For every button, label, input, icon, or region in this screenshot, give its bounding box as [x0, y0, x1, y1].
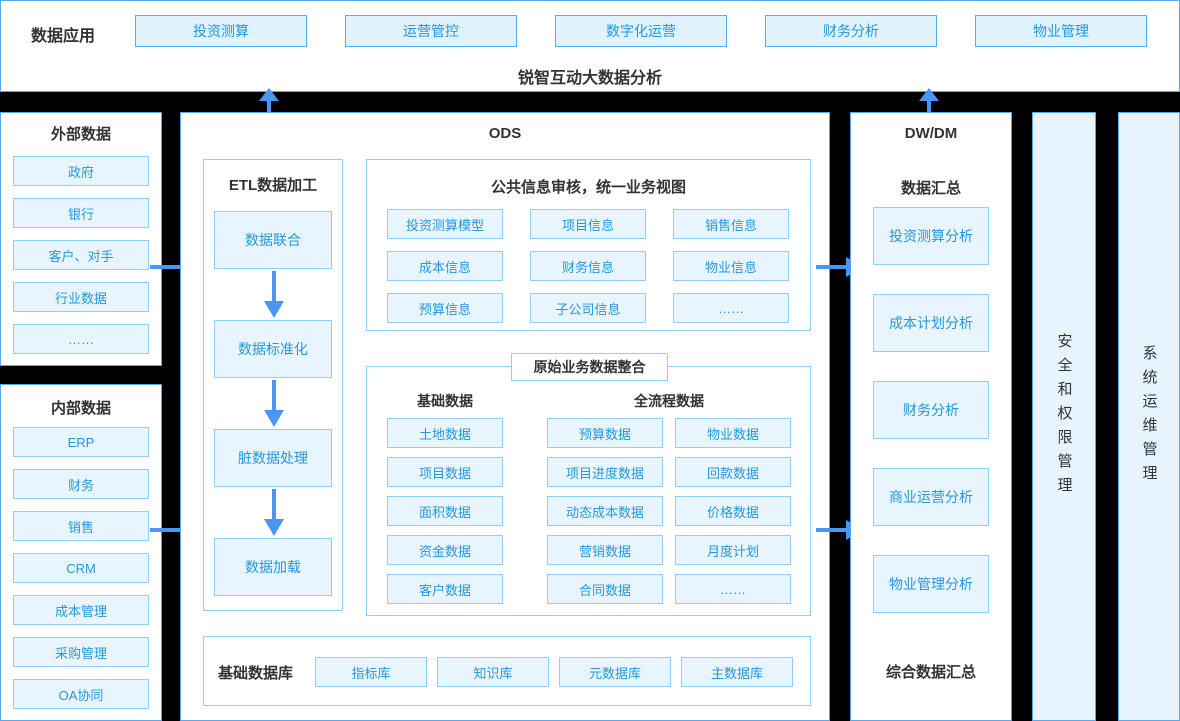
data-applications-panel: 数据应用 投资测算 运营管控 数字化运营 财务分析 物业管理 锐智互动大数据分析: [0, 0, 1180, 92]
dwdm-item-investment-analysis[interactable]: 投资测算分析: [873, 207, 989, 265]
dwdm-item-finance-analysis[interactable]: 财务分析: [873, 381, 989, 439]
full-process-column-2: 物业数据 回款数据 价格数据 月度计划 ……: [675, 418, 791, 604]
app-button-digital-operation[interactable]: 数字化运营: [555, 15, 727, 47]
raw-item-more[interactable]: ……: [675, 574, 791, 604]
dwdm-items: 投资测算分析 成本计划分析 财务分析 商业运营分析 物业管理分析: [873, 207, 989, 613]
review-item-sales-info[interactable]: 销售信息: [673, 209, 789, 239]
external-item-customers[interactable]: 客户、对手: [13, 240, 149, 270]
etl-step-dirty-data[interactable]: 脏数据处理: [214, 429, 332, 487]
raw-item-capital-data[interactable]: 资金数据: [387, 535, 503, 565]
external-data-title: 外部数据: [50, 126, 111, 143]
db-indicator-library[interactable]: 指标库: [315, 657, 427, 687]
db-metadata-library[interactable]: 元数据库: [559, 657, 671, 687]
arrow-down-etl-2-icon: [264, 380, 284, 427]
review-item-subsidiary-info[interactable]: 子公司信息: [530, 293, 646, 323]
security-permission-label: 安全和权限管理: [1055, 332, 1073, 501]
arrow-down-etl-3-icon: [264, 489, 284, 536]
app-button-finance-analysis[interactable]: 财务分析: [765, 15, 937, 47]
review-item-finance-info[interactable]: 财务信息: [530, 251, 646, 281]
app-button-property-mgmt[interactable]: 物业管理: [975, 15, 1147, 47]
data-summary-label: 数据汇总: [900, 180, 961, 197]
arrow-down-etl-1-icon: [264, 271, 284, 318]
raw-item-project-data[interactable]: 项目数据: [387, 457, 503, 487]
public-info-review-box: 公共信息审核，统一业务视图 投资测算模型 项目信息 销售信息 成本信息 财务信息…: [366, 159, 811, 331]
raw-item-land-data[interactable]: 土地数据: [387, 418, 503, 448]
internal-data-panel: 内部数据 ERP 财务 销售 CRM 成本管理 采购管理 OA协同: [0, 384, 162, 721]
dwdm-item-property-mgmt-analysis[interactable]: 物业管理分析: [873, 555, 989, 613]
review-item-budget-info[interactable]: 预算信息: [387, 293, 503, 323]
external-item-more[interactable]: ……: [13, 324, 149, 354]
etl-box: ETL数据加工 数据联合 数据标准化 脏数据处理 数据加载: [203, 159, 343, 611]
public-info-grid: 投资测算模型 项目信息 销售信息 成本信息 财务信息 物业信息 预算信息 子公司…: [387, 209, 789, 323]
db-knowledge-library[interactable]: 知识库: [437, 657, 549, 687]
platform-title: 锐智互动大数据分析: [517, 70, 662, 87]
arrow-up-ods-to-apps-icon: [259, 88, 279, 112]
raw-data-integration-title: 原始业务数据整合: [511, 353, 668, 381]
review-item-cost-info[interactable]: 成本信息: [387, 251, 503, 281]
raw-item-customer-data[interactable]: 客户数据: [387, 574, 503, 604]
raw-item-marketing-data[interactable]: 营销数据: [547, 535, 663, 565]
raw-item-price-data[interactable]: 价格数据: [675, 496, 791, 526]
full-process-data-label: 全流程数据: [634, 393, 704, 409]
raw-data-integration-box: 原始业务数据整合 基础数据 全流程数据 土地数据 项目数据 面积数据 资金数据 …: [366, 353, 811, 616]
base-data-column: 土地数据 项目数据 面积数据 资金数据 客户数据: [387, 418, 503, 604]
internal-item-sales[interactable]: 销售: [13, 511, 149, 541]
review-item-project-info[interactable]: 项目信息: [530, 209, 646, 239]
external-item-bank[interactable]: 银行: [13, 198, 149, 228]
arrow-up-dwdm-to-apps-icon: [919, 88, 939, 112]
etl-step-data-union[interactable]: 数据联合: [214, 211, 332, 269]
etl-title: ETL数据加工: [228, 177, 318, 194]
ods-panel: ODS ETL数据加工 数据联合 数据标准化 脏数据处理 数据加载 公共信息审核…: [180, 112, 830, 721]
external-item-industry[interactable]: 行业数据: [13, 282, 149, 312]
raw-item-project-progress-data[interactable]: 项目进度数据: [547, 457, 663, 487]
internal-item-cost-mgmt[interactable]: 成本管理: [13, 595, 149, 625]
base-data-label: 基础数据: [417, 393, 473, 409]
internal-item-crm[interactable]: CRM: [13, 553, 149, 583]
raw-item-contract-data[interactable]: 合同数据: [547, 574, 663, 604]
public-info-review-title: 公共信息审核，统一业务视图: [490, 179, 686, 196]
raw-item-monthly-plan[interactable]: 月度计划: [675, 535, 791, 565]
system-ops-label: 系统运维管理: [1140, 344, 1158, 489]
base-database-row: 指标库 知识库 元数据库 主数据库: [315, 657, 793, 687]
dwdm-item-cost-plan-analysis[interactable]: 成本计划分析: [873, 294, 989, 352]
raw-item-repayment-data[interactable]: 回款数据: [675, 457, 791, 487]
full-process-column-1: 预算数据 项目进度数据 动态成本数据 营销数据 合同数据: [547, 418, 663, 604]
raw-item-budget-data[interactable]: 预算数据: [547, 418, 663, 448]
internal-data-list: ERP 财务 销售 CRM 成本管理 采购管理 OA协同: [13, 427, 149, 709]
ods-title: ODS: [488, 125, 522, 142]
internal-data-title: 内部数据: [50, 400, 111, 417]
apps-row: 投资测算 运营管控 数字化运营 财务分析 物业管理: [135, 15, 1147, 47]
base-database-box: 基础数据库 指标库 知识库 元数据库 主数据库: [203, 636, 811, 706]
app-button-investment-calc[interactable]: 投资测算: [135, 15, 307, 47]
raw-item-area-data[interactable]: 面积数据: [387, 496, 503, 526]
base-database-label: 基础数据库: [218, 664, 294, 682]
security-permission-bar: 安全和权限管理: [1032, 112, 1096, 721]
comprehensive-summary-label: 综合数据汇总: [885, 664, 976, 681]
internal-item-erp[interactable]: ERP: [13, 427, 149, 457]
apps-section-label: 数据应用: [31, 28, 96, 45]
app-button-operation-control[interactable]: 运营管控: [345, 15, 517, 47]
system-ops-bar: 系统运维管理: [1118, 112, 1180, 721]
external-data-panel: 外部数据 政府 银行 客户、对手 行业数据 ……: [0, 112, 162, 366]
dwdm-title: DW/DM: [904, 125, 958, 142]
etl-steps: 数据联合 数据标准化 脏数据处理 数据加载: [214, 211, 332, 596]
db-master-data-library[interactable]: 主数据库: [681, 657, 793, 687]
review-item-more[interactable]: ……: [673, 293, 789, 323]
internal-item-finance[interactable]: 财务: [13, 469, 149, 499]
raw-item-dynamic-cost-data[interactable]: 动态成本数据: [547, 496, 663, 526]
review-item-property-info[interactable]: 物业信息: [673, 251, 789, 281]
etl-step-data-standardize[interactable]: 数据标准化: [214, 320, 332, 378]
internal-item-oa[interactable]: OA协同: [13, 679, 149, 709]
review-item-investment-model[interactable]: 投资测算模型: [387, 209, 503, 239]
external-item-government[interactable]: 政府: [13, 156, 149, 186]
external-data-list: 政府 银行 客户、对手 行业数据 ……: [13, 156, 149, 354]
internal-item-procurement[interactable]: 采购管理: [13, 637, 149, 667]
dwdm-item-commercial-ops-analysis[interactable]: 商业运营分析: [873, 468, 989, 526]
raw-item-property-data[interactable]: 物业数据: [675, 418, 791, 448]
dwdm-panel: DW/DM 数据汇总 投资测算分析 成本计划分析 财务分析 商业运营分析 物业管…: [850, 112, 1012, 721]
etl-step-data-load[interactable]: 数据加载: [214, 538, 332, 596]
